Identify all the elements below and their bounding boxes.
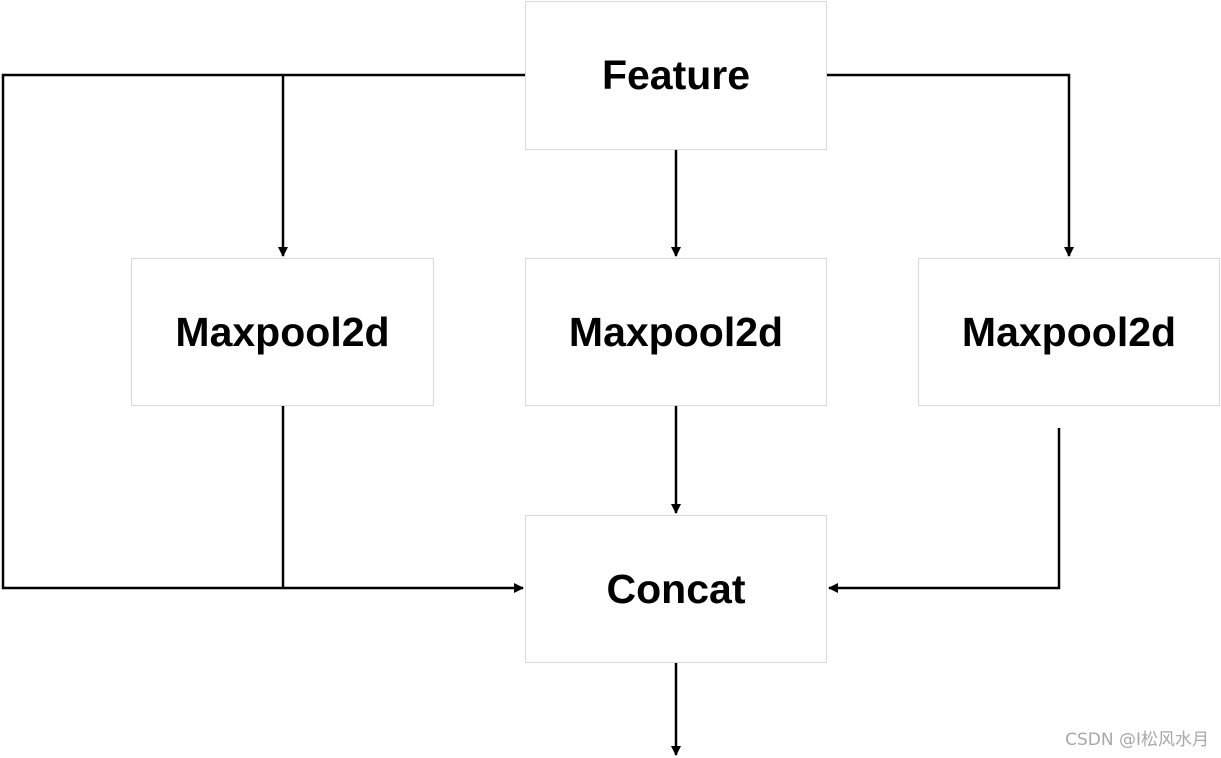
feature-node: Feature xyxy=(525,1,827,150)
arrow-feature-to-maxpool-right xyxy=(827,73,1074,257)
arrow-maxpool-right-to-concat xyxy=(828,428,1061,593)
maxpool-right-node: Maxpool2d xyxy=(918,258,1220,406)
concat-node: Concat xyxy=(525,515,827,663)
maxpool-center-node: Maxpool2d xyxy=(525,258,827,406)
maxpool-left-node: Maxpool2d xyxy=(131,258,434,406)
feature-skip-connector xyxy=(1,73,525,590)
watermark: CSDN @I松风水月 xyxy=(1065,730,1209,750)
